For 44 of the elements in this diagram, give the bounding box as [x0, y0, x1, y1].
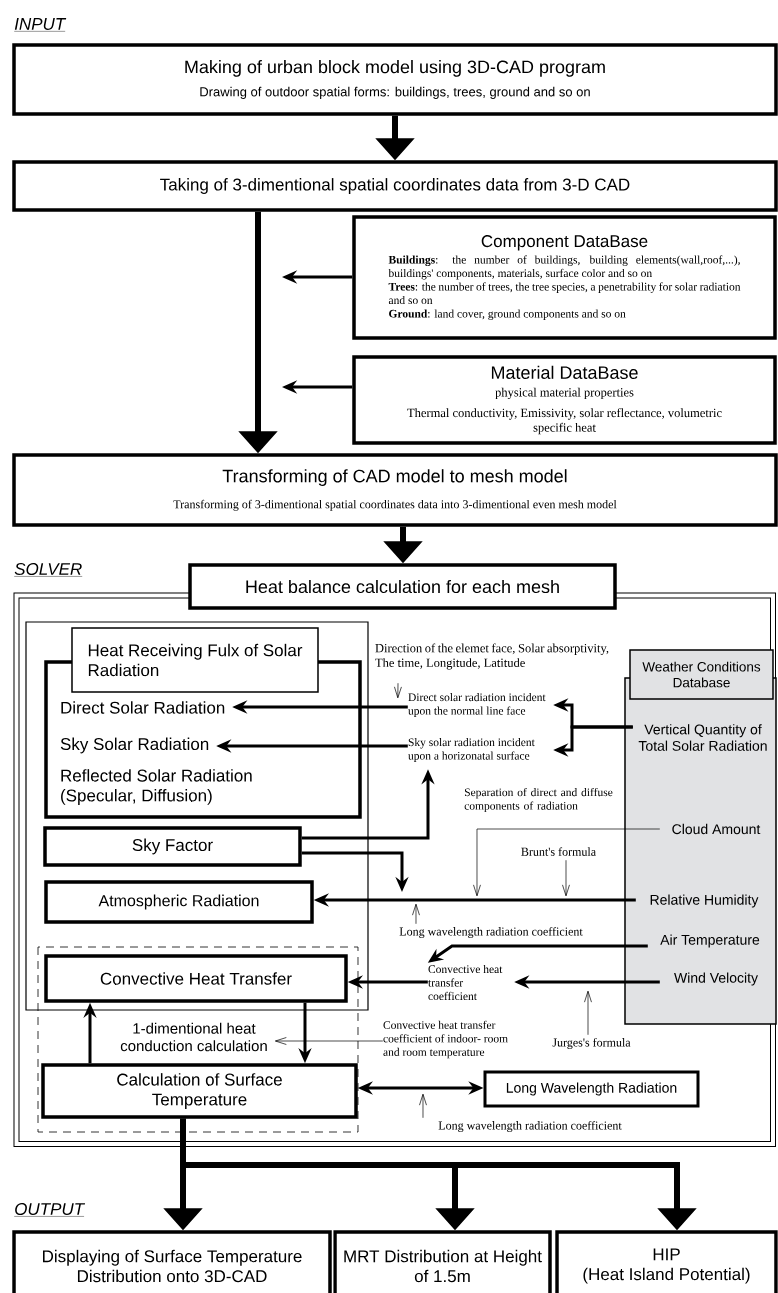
annotation: Direct solar radiation incident upon the normal line face [408, 693, 546, 717]
arrow [562, 859, 570, 897]
edge-label: Separation of direct and diffuse components of radiation [463, 787, 622, 814]
list-item: Direct Solar Radiation [61, 701, 225, 714]
arrow [419, 1093, 427, 1119]
process-box: Making of urban block model using 3D-CAD program Drawing of outdoor spatial forms: buildings, trees, ground and so on [12, 43, 778, 116]
annotation: Jurges's formula [552, 1038, 631, 1050]
annotation: Sky solar radiation incident upon a horizonatal surface [408, 738, 535, 762]
annotation: Convective heat transfer coefficient [428, 964, 503, 1001]
data-item: Cloud Amount [672, 823, 761, 835]
annotation: Long wavelength radiation coefficient [438, 1121, 622, 1133]
arrow [473, 828, 661, 897]
process-box: Taking of 3-dimentional spatial coordinates data from 3-D CAD [12, 160, 778, 212]
step-label: 1-dimentional heat conduction calculation [120, 1022, 267, 1052]
annotation: Convective heat transfer coefficient of indoor- room and room temperature [383, 1020, 508, 1059]
process-box: Sky Factor [43, 826, 302, 867]
arrow [412, 903, 420, 925]
process-box: Heat balance calculation for each mesh [188, 563, 617, 610]
heading-box: Weather Conditions Database [629, 649, 774, 700]
output-box: MRT Distribution at Height of 1.5m [333, 1230, 552, 1293]
section-heading: OUTPUT [14, 1203, 86, 1217]
list-item: Reflected Solar Radiation (Specular, Diffusion) [61, 769, 252, 805]
database-box: Component DataBase Buildings: the number of buildings, building elements(wall,roof,...), buildings' components, materials, surface color and so on Trees: the number of trees, the tree species, a penetrability for solar radiation and so on Ground: land cover, ground components and so on [352, 215, 777, 340]
annotation: Long wavelength radiation coefficient [399, 927, 583, 939]
data-item: Vertical Quantity of Total Solar Radiation [638, 724, 767, 751]
data-item: Air Temperature [660, 934, 760, 948]
arrow [275, 1037, 384, 1045]
process-box: Calculation of Surface Temperature [41, 1063, 358, 1119]
arrow [584, 990, 592, 1036]
heading-box: Heat Receiving Fulx of Solar Radiation [71, 627, 319, 693]
arrow [394, 682, 402, 699]
process-box: Atmospheric Radiation [44, 880, 314, 924]
database-box: Material DataBase physical material properties Thermal conductivity, Emissivity, solar reflectance, volumetric specific heat [352, 355, 777, 445]
list-item: Sky Solar Radiation [60, 737, 209, 754]
process-box: Transforming of CAD model to mesh model Transforming of 3-dimentional spatial coordinates data into 3-dimentional even mesh model [12, 453, 778, 527]
section-heading: SOLVER [14, 563, 83, 577]
output-box: Displaying of Surface Temperature Distribution onto 3D-CAD [12, 1230, 332, 1293]
data-item: Relative Humidity [650, 894, 759, 908]
process-box: Long Wavelength Radiation [483, 1070, 700, 1108]
data-item: Wind Velocity [674, 972, 758, 986]
annotation: Brunt's formula [521, 847, 596, 856]
annotation: Direction of the elemet face, Solar absorptivity, The time, Longitude, Latitude [375, 643, 609, 670]
process-box: Convective Heat Transfer [44, 954, 348, 1003]
output-box: HIP (Heat Island Potential) [555, 1230, 778, 1293]
